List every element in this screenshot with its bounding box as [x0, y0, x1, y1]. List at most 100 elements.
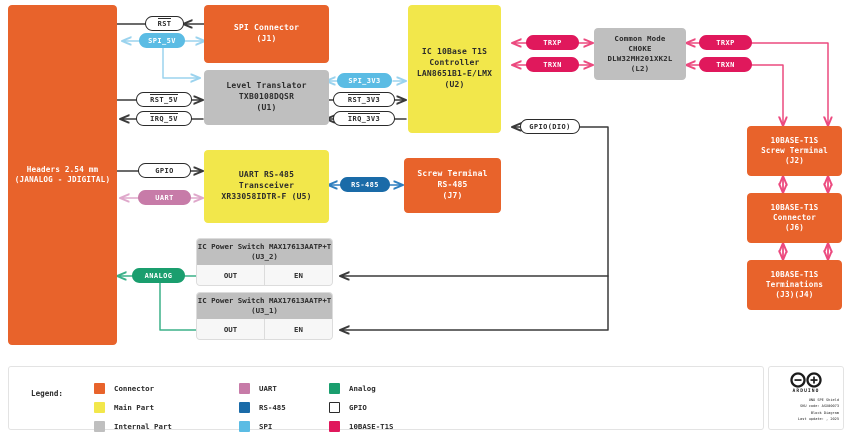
t1s-connector-block[interactable]: 10BASE-T1S Connector (J6) [747, 193, 842, 243]
legend-item-gpio: GPIO [329, 400, 394, 415]
legend-label-uart: UART [259, 384, 277, 393]
legend-swatch-internal-part [94, 421, 105, 432]
legend-swatch-uart [239, 383, 250, 394]
signal-irq-3v3-label: IRQ_3V3 [347, 112, 381, 123]
legend-swatch-gpio [329, 402, 340, 413]
legend-title: Legend: [31, 389, 64, 398]
signal-spi-3v3[interactable]: SPI_3V3 [337, 73, 392, 88]
signal-spi-3v3-label: SPI_3V3 [348, 76, 381, 85]
legend-column-2: UART RS-485 SPI [239, 381, 286, 438]
legend-swatch-main-part [94, 402, 105, 413]
signal-spi-5v-label: SPI_5V [148, 36, 176, 45]
choke-line-2: DLW32MH201XK2L [607, 54, 673, 63]
arduino-logo: ARDUINO [788, 372, 824, 394]
legend-label-main-part: Main Part [114, 403, 155, 412]
legend-swatch-rs485 [239, 402, 250, 413]
screw-485-line-2: (J7) [442, 190, 463, 200]
level-translator-line-2: (U1) [256, 102, 277, 112]
signal-rst-3v3[interactable]: RST_3V3 [333, 92, 395, 107]
title-block-line-3: Last update: , 2025 [797, 416, 839, 421]
t1s-terminations-block[interactable]: 10BASE-T1S Terminations (J3)(J4) [747, 260, 842, 310]
legend-panel: Legend: Connector Main Part Internal Par… [8, 366, 764, 432]
uart-rs485-transceiver-block[interactable]: UART RS-485 Transceiver XR33058IDTR-F (U… [204, 150, 329, 223]
t1s-term-line-1: Terminations [765, 279, 824, 289]
power-switch-u3-1-header: IC Power Switch MAX17613AATP+T (U3_1) [197, 293, 332, 320]
screw-485-line-1: RS-485 [437, 180, 468, 190]
signal-trxp-left[interactable]: TRXP [526, 35, 579, 50]
legend-label-spi: SPI [259, 422, 273, 431]
choke-line-0: Common Mode [614, 34, 666, 44]
screw-terminal-rs485-block[interactable]: Screw Terminal RS-485 (J7) [404, 158, 501, 213]
signal-irq-3v3[interactable]: IRQ_3V3 [333, 111, 395, 126]
legend-item-rs485: RS-485 [239, 400, 286, 415]
legend-label-internal-part: Internal Part [114, 422, 172, 431]
spi-connector-line-1: (J1) [256, 34, 277, 43]
arduino-wordmark: ARDUINO [792, 389, 820, 394]
common-mode-choke-block[interactable]: Common Mode CHOKE DLW32MH201XK2L (L2) [594, 28, 686, 80]
headers-line-0: Headers 2.54 mm [26, 164, 99, 174]
psw2-head-1: MAX17613AATP+T (U3_2) [251, 242, 332, 261]
legend-label-connector: Connector [114, 384, 155, 393]
choke-line-3: (L2) [630, 63, 650, 73]
t1s-screw-line-0: 10BASE-T1S [770, 135, 819, 145]
t1s-controller-block[interactable]: IC 10Base T1S Controller LAN8651B1-E/LMX… [408, 5, 501, 133]
t1s-term-line-2: (J3)(J4) [775, 290, 814, 300]
signal-gpio-dio[interactable]: GPIO(DIO) [520, 119, 580, 134]
screw-485-line-0: Screw Terminal [417, 169, 488, 179]
signal-gpio[interactable]: GPIO [138, 163, 191, 178]
t1s-screw-line-2: (J2) [784, 156, 805, 166]
t1s-conn-line-2: (J6) [784, 223, 805, 233]
psw2-pin-en[interactable]: EN [264, 265, 332, 285]
t1s-conn-line-0: 10BASE-T1S [770, 202, 819, 212]
signal-trxn-left[interactable]: TRXN [526, 57, 579, 72]
t1s-screw-terminal-block[interactable]: 10BASE-T1S Screw Terminal (J2) [747, 126, 842, 176]
signal-rs485[interactable]: RS-485 [340, 177, 390, 192]
headers-block[interactable]: Headers 2.54 mm (JANALOG - JDIGITAL) [8, 5, 117, 345]
power-switch-u3-1[interactable]: IC Power Switch MAX17613AATP+T (U3_1) OU… [196, 292, 333, 340]
level-translator-block[interactable]: Level Translator TXB0108DQSR (U1) [204, 70, 329, 125]
psw2-head-0: IC Power Switch [197, 242, 265, 251]
legend-swatch-analog [329, 383, 340, 394]
signal-rst-5v[interactable]: RST_5V [136, 92, 192, 107]
signal-spi-5v[interactable]: SPI_5V [139, 33, 185, 48]
psw2-pin-out[interactable]: OUT [223, 270, 238, 280]
psw1-pin-en[interactable]: EN [264, 319, 332, 339]
legend-item-uart: UART [239, 381, 286, 396]
psw1-pin-out[interactable]: OUT [223, 324, 238, 334]
signal-irq-5v[interactable]: IRQ_5V [136, 111, 192, 126]
legend-label-rs485: RS-485 [259, 403, 286, 412]
signal-uart-label: UART [155, 193, 174, 202]
signal-uart[interactable]: UART [138, 190, 191, 205]
t1s-controller-line-3: (U2) [444, 79, 465, 89]
t1s-controller-line-0: IC 10Base T1S [421, 47, 488, 57]
spi-connector-line-0: SPI Connector [233, 23, 300, 33]
legend-swatch-connector [94, 383, 105, 394]
t1s-controller-line-1: Controller [429, 58, 480, 68]
signal-trxn-right-label: TRXN [716, 60, 735, 69]
signal-analog[interactable]: ANALOG [132, 268, 185, 283]
signal-analog-label: ANALOG [144, 271, 173, 280]
title-block-line-2: Block Diagram [810, 410, 839, 415]
arduino-infinity-icon [790, 372, 822, 388]
legend-item-main-part: Main Part [94, 400, 172, 415]
signal-rst[interactable]: RST [145, 16, 184, 31]
level-translator-line-1: TXB0108DQSR [238, 92, 295, 102]
headers-line-1: (JANALOG - JDIGITAL) [14, 175, 111, 184]
spi-connector-block[interactable]: SPI Connector (J1) [204, 5, 329, 63]
signal-trxp-right[interactable]: TRXP [699, 35, 752, 50]
signal-trxn-right[interactable]: TRXN [699, 57, 752, 72]
title-block-panel: ARDUINO UNO SPE Shield SKU code: ASX0007… [768, 366, 844, 430]
legend-column-3: Analog GPIO 10BASE-T1S [329, 381, 394, 438]
t1s-conn-line-1: Connector [773, 212, 816, 222]
t1s-term-line-0: 10BASE-T1S [770, 269, 819, 279]
signal-rs485-label: RS-485 [351, 180, 379, 189]
signal-trxp-right-label: TRXP [716, 38, 735, 47]
title-block-text: UNO SPE Shield SKU code: ASX00073 Block … [798, 397, 839, 422]
power-switch-u3-2-pins: OUT EN [197, 265, 332, 285]
level-translator-line-0: Level Translator [226, 81, 307, 91]
legend-label-t1s: 10BASE-T1S [349, 422, 394, 431]
power-switch-u3-2[interactable]: IC Power Switch MAX17613AATP+T (U3_2) OU… [196, 238, 333, 286]
legend-item-connector: Connector [94, 381, 172, 396]
choke-line-1: CHOKE [628, 44, 652, 54]
